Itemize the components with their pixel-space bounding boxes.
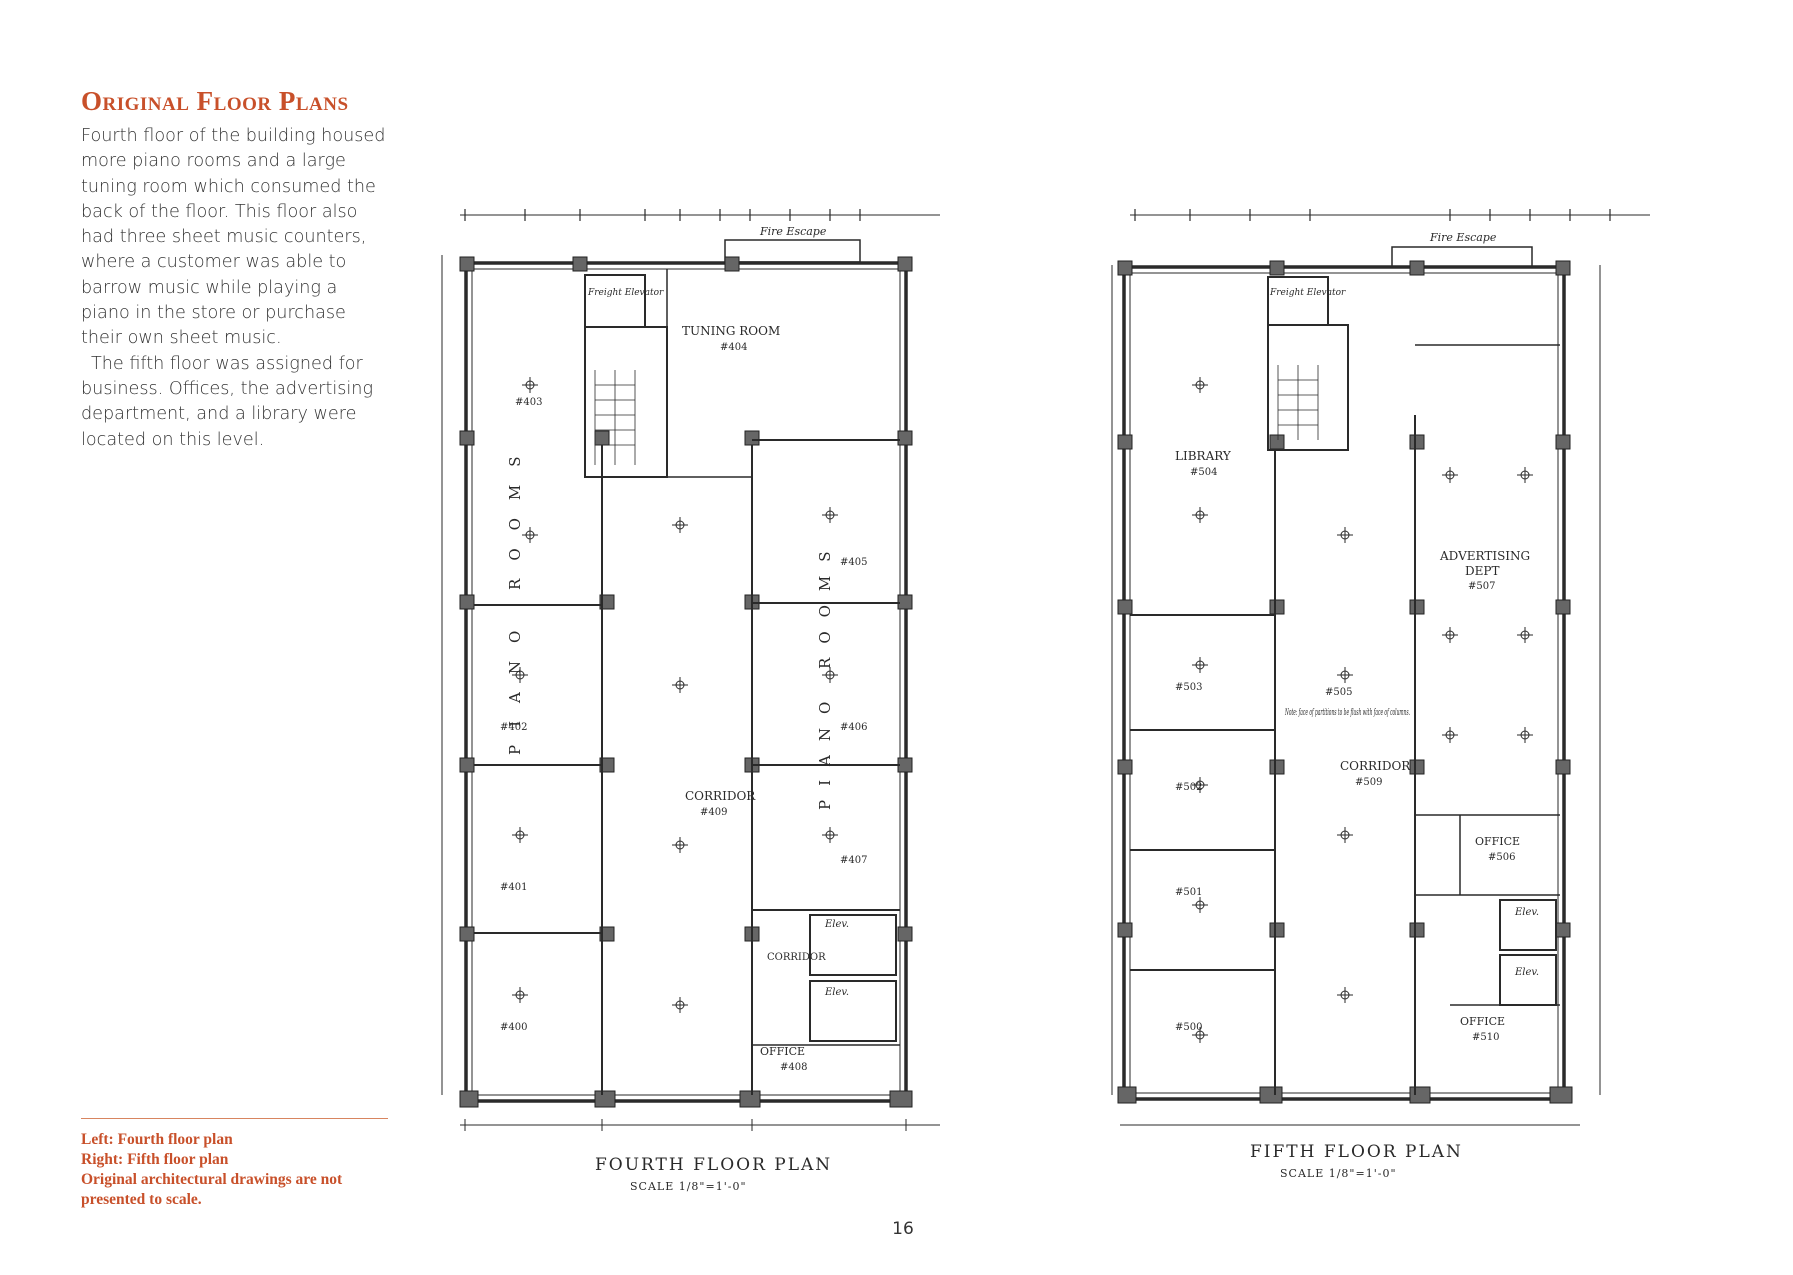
intro-text: Fourth floor of the building housed more… <box>81 124 391 453</box>
fifth-freight-elevator: Freight Elevator <box>1269 288 1346 298</box>
fifth-office-2-no: #510 <box>1472 1032 1499 1043</box>
fifth-room-502: #502 <box>1175 782 1202 793</box>
fifth-fire-escape: Fire Escape <box>1429 231 1497 244</box>
fifth-advertising-no: #507 <box>1468 581 1495 592</box>
fifth-room-505: #505 <box>1325 687 1352 698</box>
fourth-floor-plan: Fire Escape Freight Elevator TUNING ROOM… <box>420 195 980 1205</box>
fourth-corridor-no: #409 <box>700 807 727 818</box>
fourth-room-406: #406 <box>840 722 867 733</box>
fourth-room-401: #401 <box>500 882 527 893</box>
caption-divider <box>81 1118 388 1119</box>
fifth-library: LIBRARY <box>1175 449 1232 463</box>
fourth-office: OFFICE <box>760 1045 805 1058</box>
fifth-corridor-no: #509 <box>1355 777 1382 788</box>
caption-line-4: presented to scale. <box>81 1191 202 1208</box>
fifth-room-500: #500 <box>1175 1022 1202 1033</box>
caption-line-3: Original architectural drawings are not <box>81 1171 343 1188</box>
page-number: 16 <box>892 1219 914 1239</box>
fourth-elev-2: Elev. <box>824 987 849 998</box>
fifth-room-501: #501 <box>1175 887 1202 898</box>
fifth-office-1: OFFICE <box>1475 835 1520 848</box>
fourth-room-400: #400 <box>500 1022 527 1033</box>
fifth-office-2: OFFICE <box>1460 1015 1505 1028</box>
fourth-room-405: #405 <box>840 557 867 568</box>
fifth-plan-scale: SCALE 1/8"=1'-0" <box>1280 1167 1397 1180</box>
fourth-plan-title: FOURTH FLOOR PLAN <box>595 1155 832 1175</box>
fourth-tuning-room: TUNING ROOM <box>682 324 780 338</box>
fifth-floor-plan: Fire Escape Freight Elevator LIBRARY #50… <box>1110 195 1710 1205</box>
fourth-floor-drawing: Fire Escape Freight Elevator TUNING ROOM… <box>441 209 940 1193</box>
fifth-advertising: ADVERTISING <box>1439 549 1530 563</box>
fifth-office-1-no: #506 <box>1488 852 1515 863</box>
fifth-library-no: #504 <box>1190 467 1217 478</box>
fourth-freight-elevator: Freight Elevator <box>587 288 664 298</box>
intro-paragraph-1: Fourth floor of the building housed more… <box>81 126 386 349</box>
fourth-corridor-small: CORRIDOR <box>767 952 826 963</box>
fourth-fire-escape: Fire Escape <box>759 225 827 238</box>
fourth-elev-1: Elev. <box>824 919 849 930</box>
fourth-piano-rooms-right: PIANO ROOMS <box>816 537 834 810</box>
fourth-corridor: CORRIDOR <box>685 789 756 803</box>
fourth-plan-scale: SCALE 1/8"=1'-0" <box>630 1180 747 1193</box>
caption-line-1: Left: Fourth floor plan <box>81 1131 233 1148</box>
fourth-tuning-room-no: #404 <box>720 342 747 353</box>
page-heading: Original Floor Plans <box>81 86 349 116</box>
fifth-elev-2: Elev. <box>1514 967 1539 978</box>
fourth-room-407: #407 <box>840 855 867 866</box>
fourth-room-403: #403 <box>515 397 542 408</box>
fifth-room-503: #503 <box>1175 682 1202 693</box>
caption-line-2: Right: Fifth floor plan <box>81 1151 229 1168</box>
fifth-floor-drawing: Fire Escape Freight Elevator LIBRARY #50… <box>1111 209 1650 1180</box>
fifth-advertising-dept: DEPT <box>1465 564 1499 578</box>
fourth-piano-rooms-left: PIANO ROOMS <box>506 438 524 755</box>
fourth-office-no: #408 <box>780 1062 807 1073</box>
fifth-corridor: CORRIDOR <box>1340 759 1411 773</box>
fourth-room-402: #402 <box>500 722 527 733</box>
intro-paragraph-2: The fifth floor was assigned for busines… <box>81 353 374 450</box>
fifth-elev-1: Elev. <box>1514 907 1539 918</box>
fifth-note: Note: face of partitions to be flush wit… <box>1285 708 1411 718</box>
figure-caption: Left: Fourth floor plan Right: Fifth flo… <box>81 1130 401 1210</box>
fifth-plan-title: FIFTH FLOOR PLAN <box>1250 1142 1463 1162</box>
